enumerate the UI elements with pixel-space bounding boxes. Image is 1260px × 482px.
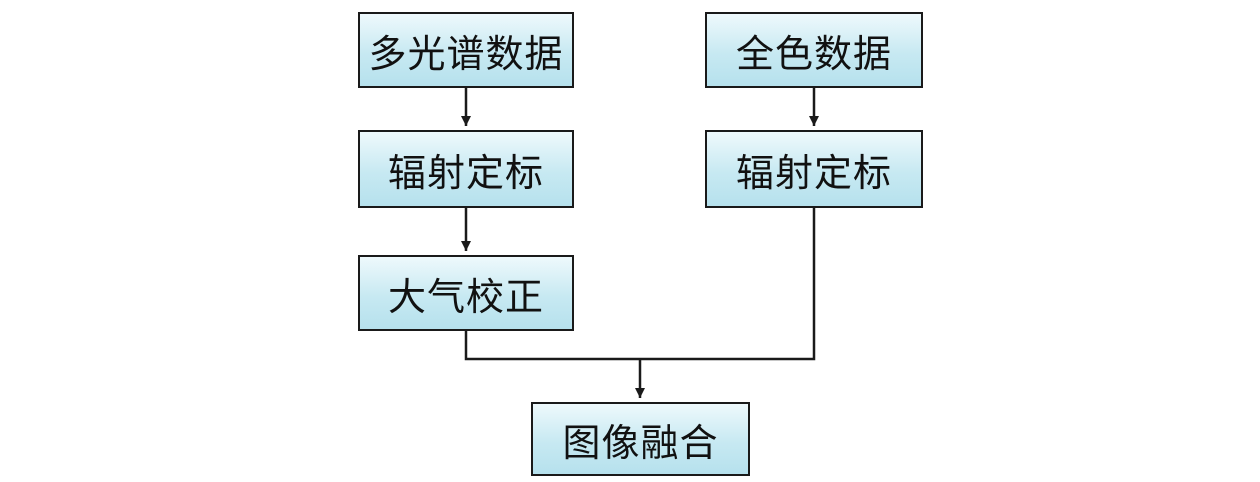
node-radiometric-calibration-right: 辐射定标 — [705, 130, 923, 208]
node-atmospheric-correction-label: 大气校正 — [387, 274, 544, 319]
node-radiometric-calibration-left: 辐射定标 — [358, 130, 574, 208]
edge-calibration-right-to-junction — [640, 208, 816, 361]
node-radiometric-calibration-left-label: 辐射定标 — [387, 150, 544, 195]
node-multispectral-data: 多光谱数据 — [358, 12, 574, 88]
node-multispectral-data-label: 多光谱数据 — [368, 31, 564, 76]
edge-atmospheric-correction-to-junction — [464, 331, 640, 361]
node-atmospheric-correction: 大气校正 — [358, 255, 574, 331]
node-pan-data-label: 全色数据 — [735, 31, 892, 76]
node-pan-data: 全色数据 — [705, 12, 923, 88]
node-image-fusion-label: 图像融合 — [562, 420, 719, 465]
node-radiometric-calibration-right-label: 辐射定标 — [735, 150, 892, 195]
node-image-fusion: 图像融合 — [531, 402, 750, 476]
